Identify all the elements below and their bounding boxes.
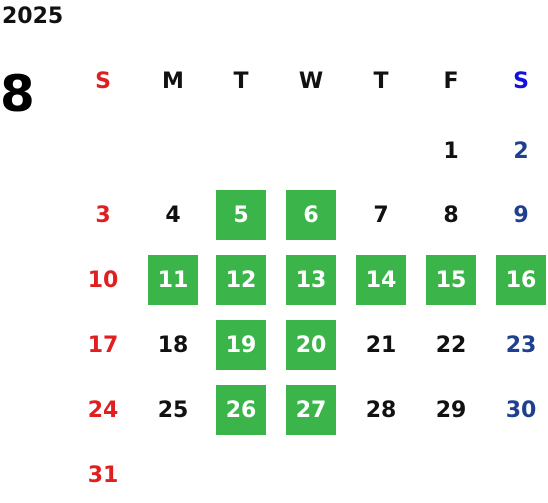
day-cell-highlighted[interactable]: 6 bbox=[286, 190, 336, 240]
month-label: 8 bbox=[0, 65, 35, 123]
weekday-header-tuesday: T bbox=[233, 68, 249, 94]
day-cell-highlighted[interactable]: 15 bbox=[426, 255, 476, 305]
weekday-header-saturday: S bbox=[513, 68, 529, 94]
day-cell[interactable]: 23 bbox=[505, 332, 537, 358]
day-cell-highlighted[interactable]: 20 bbox=[286, 320, 336, 370]
day-cell[interactable]: 3 bbox=[95, 202, 111, 228]
day-cell[interactable]: 1 bbox=[443, 138, 459, 164]
day-cell-highlighted[interactable]: 13 bbox=[286, 255, 336, 305]
day-cell[interactable]: 31 bbox=[87, 462, 119, 488]
day-cell[interactable]: 2 bbox=[513, 138, 529, 164]
weekday-header-friday: F bbox=[443, 68, 459, 94]
day-cell-highlighted[interactable]: 5 bbox=[216, 190, 266, 240]
day-cell[interactable]: 21 bbox=[365, 332, 397, 358]
day-cell-highlighted[interactable]: 11 bbox=[148, 255, 198, 305]
day-cell[interactable]: 29 bbox=[435, 397, 467, 423]
weekday-header-monday: M bbox=[162, 68, 184, 94]
weekday-header-thursday: T bbox=[373, 68, 389, 94]
day-cell[interactable]: 24 bbox=[87, 397, 119, 423]
day-cell[interactable]: 18 bbox=[157, 332, 189, 358]
day-cell-highlighted[interactable]: 26 bbox=[216, 385, 266, 435]
year-label: 2025 bbox=[2, 4, 64, 29]
day-cell[interactable]: 22 bbox=[435, 332, 467, 358]
weekday-header-wednesday: W bbox=[298, 68, 324, 94]
day-cell-highlighted[interactable]: 27 bbox=[286, 385, 336, 435]
weekday-header-sunday: S bbox=[95, 68, 111, 94]
day-cell-highlighted[interactable]: 19 bbox=[216, 320, 266, 370]
day-cell[interactable]: 4 bbox=[165, 202, 181, 228]
day-cell-highlighted[interactable]: 14 bbox=[356, 255, 406, 305]
day-cell[interactable]: 10 bbox=[87, 267, 119, 293]
day-cell-highlighted[interactable]: 16 bbox=[496, 255, 546, 305]
day-cell[interactable]: 7 bbox=[373, 202, 389, 228]
day-cell[interactable]: 8 bbox=[443, 202, 459, 228]
day-cell[interactable]: 28 bbox=[365, 397, 397, 423]
day-cell[interactable]: 17 bbox=[87, 332, 119, 358]
day-cell-highlighted[interactable]: 12 bbox=[216, 255, 266, 305]
day-cell[interactable]: 30 bbox=[505, 397, 537, 423]
day-cell[interactable]: 25 bbox=[157, 397, 189, 423]
day-cell[interactable]: 9 bbox=[513, 202, 529, 228]
